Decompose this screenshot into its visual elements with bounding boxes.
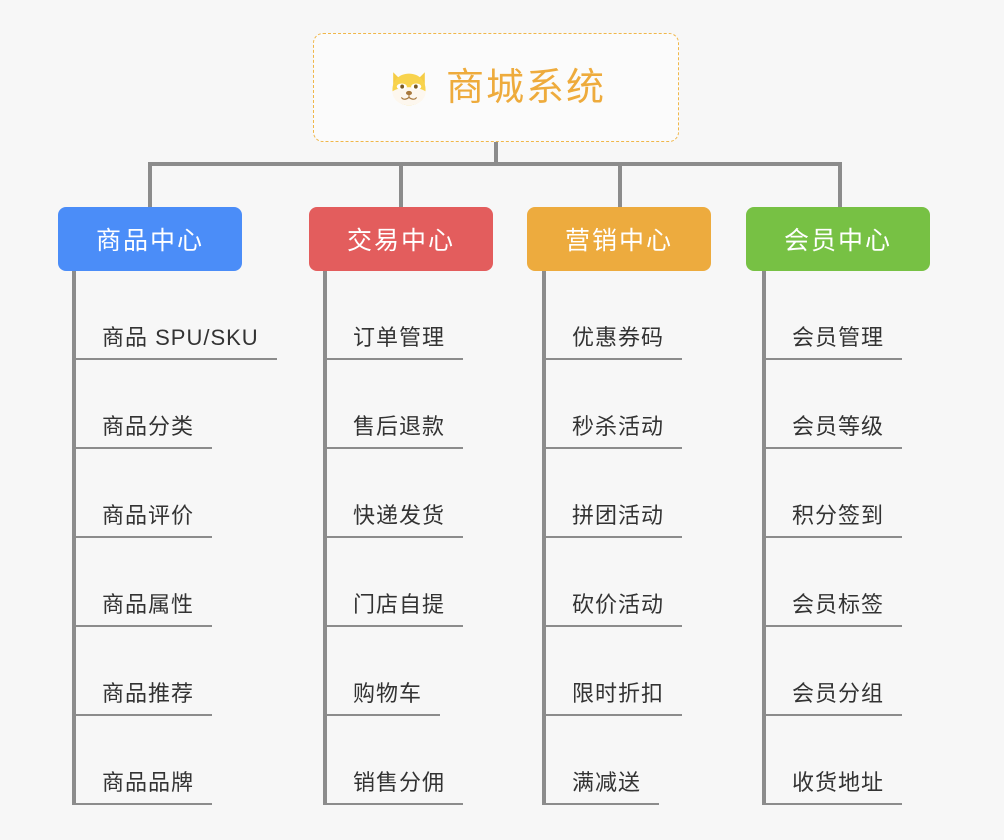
shiba-dog-icon — [386, 65, 432, 111]
root-node-title: 商城系统 — [445, 66, 606, 109]
leaf-item[interactable]: 商品分类 — [72, 360, 213, 449]
leaf-item[interactable]: 门店自提 — [323, 538, 464, 627]
connector-drop-4 — [838, 162, 842, 209]
leaf-label: 订单管理 — [353, 324, 446, 350]
leaf-item[interactable]: 拼团活动 — [542, 449, 683, 538]
category-title-3: 会员中心 — [783, 227, 892, 255]
leaf-label: 会员标签 — [792, 591, 885, 617]
leaf-item[interactable]: 积分签到 — [762, 449, 903, 538]
leaf-item[interactable]: 会员标签 — [762, 538, 903, 627]
leaf-label: 会员管理 — [792, 324, 885, 350]
leaf-label: 砍价活动 — [572, 591, 665, 617]
leaf-item[interactable]: 会员管理 — [762, 271, 903, 360]
leaf-item[interactable]: 商品品牌 — [72, 716, 213, 805]
leaf-label: 商品分类 — [102, 413, 195, 439]
leaf-item[interactable]: 销售分佣 — [323, 716, 464, 805]
leaf-label: 商品评价 — [102, 502, 195, 528]
root-node-card[interactable]: 商城系统 — [313, 33, 679, 142]
leaf-item[interactable]: 订单管理 — [323, 271, 464, 360]
leaf-label: 优惠券码 — [572, 324, 665, 350]
leaf-item[interactable]: 收货地址 — [762, 716, 903, 805]
leaf-item[interactable]: 会员等级 — [762, 360, 903, 449]
leaf-label: 快递发货 — [353, 502, 446, 528]
leaf-label: 积分签到 — [792, 502, 885, 528]
leaf-label: 商品推荐 — [102, 680, 195, 706]
leaf-label: 秒杀活动 — [572, 413, 665, 439]
leaf-label: 会员等级 — [792, 413, 885, 439]
category-box-3[interactable]: 会员中心 — [746, 207, 930, 271]
leaf-item[interactable]: 秒杀活动 — [542, 360, 683, 449]
leaf-label: 购物车 — [353, 680, 423, 706]
leaf-item[interactable]: 砍价活动 — [542, 538, 683, 627]
connector-root-stem — [494, 142, 498, 164]
leaf-label: 商品属性 — [102, 591, 195, 617]
connector-drop-3 — [618, 162, 622, 209]
connector-drop-2 — [399, 162, 403, 209]
connector-drop-1 — [148, 162, 152, 209]
category-box-2[interactable]: 营销中心 — [527, 207, 711, 271]
category-title-0: 商品中心 — [95, 227, 204, 255]
leaf-item[interactable]: 购物车 — [323, 627, 441, 716]
category-box-1[interactable]: 交易中心 — [309, 207, 493, 271]
leaf-item[interactable]: 商品属性 — [72, 538, 213, 627]
leaf-label: 会员分组 — [792, 680, 885, 706]
leaf-label: 商品品牌 — [102, 769, 195, 795]
leaf-label: 销售分佣 — [353, 769, 446, 795]
leaf-item[interactable]: 满减送 — [542, 716, 660, 805]
leaf-item[interactable]: 限时折扣 — [542, 627, 683, 716]
category-box-0[interactable]: 商品中心 — [58, 207, 242, 271]
leaf-label: 售后退款 — [353, 413, 446, 439]
category-title-2: 营销中心 — [564, 227, 673, 255]
leaf-item[interactable]: 商品推荐 — [72, 627, 213, 716]
leaf-label: 收货地址 — [792, 769, 885, 795]
leaf-item[interactable]: 快递发货 — [323, 449, 464, 538]
leaf-label: 限时折扣 — [572, 680, 665, 706]
leaf-label: 拼团活动 — [572, 502, 665, 528]
category-title-1: 交易中心 — [346, 227, 455, 255]
leaf-item[interactable]: 商品 SPU/SKU — [72, 271, 277, 360]
leaf-item[interactable]: 会员分组 — [762, 627, 903, 716]
leaf-item[interactable]: 优惠券码 — [542, 271, 683, 360]
leaf-label: 商品 SPU/SKU — [102, 324, 259, 350]
leaf-item[interactable]: 商品评价 — [72, 449, 213, 538]
leaf-label: 满减送 — [572, 769, 642, 795]
leaf-item[interactable]: 售后退款 — [323, 360, 464, 449]
connector-horizontal-bus — [148, 162, 842, 166]
leaf-label: 门店自提 — [353, 591, 446, 617]
